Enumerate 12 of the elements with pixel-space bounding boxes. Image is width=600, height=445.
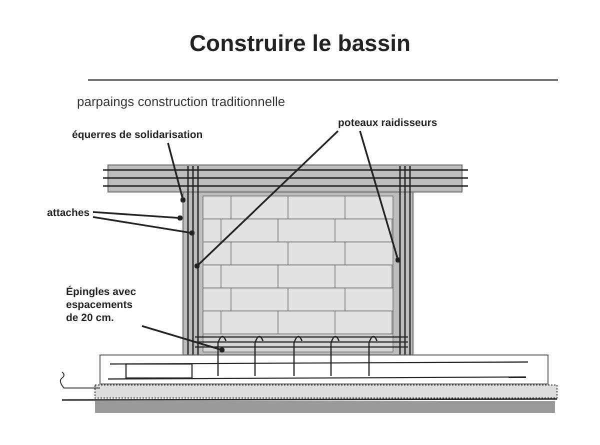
leader-line bbox=[167, 142, 186, 203]
title: Construire le bassin bbox=[188, 30, 412, 57]
leader-line bbox=[142, 325, 225, 353]
callout-label: poteaux raidisseurs bbox=[338, 117, 448, 130]
callout-label: équerres de solidarisation bbox=[72, 129, 212, 142]
callout-label: attaches bbox=[47, 207, 93, 220]
leader-line bbox=[92, 216, 195, 236]
leader-line bbox=[92, 211, 183, 221]
leader-line bbox=[194, 130, 339, 269]
subtitle: parpaings construction traditionnelle bbox=[77, 94, 286, 109]
leader-line bbox=[359, 130, 401, 263]
callout-label: Épingles avec espacements de 20 cm. bbox=[66, 286, 142, 325]
